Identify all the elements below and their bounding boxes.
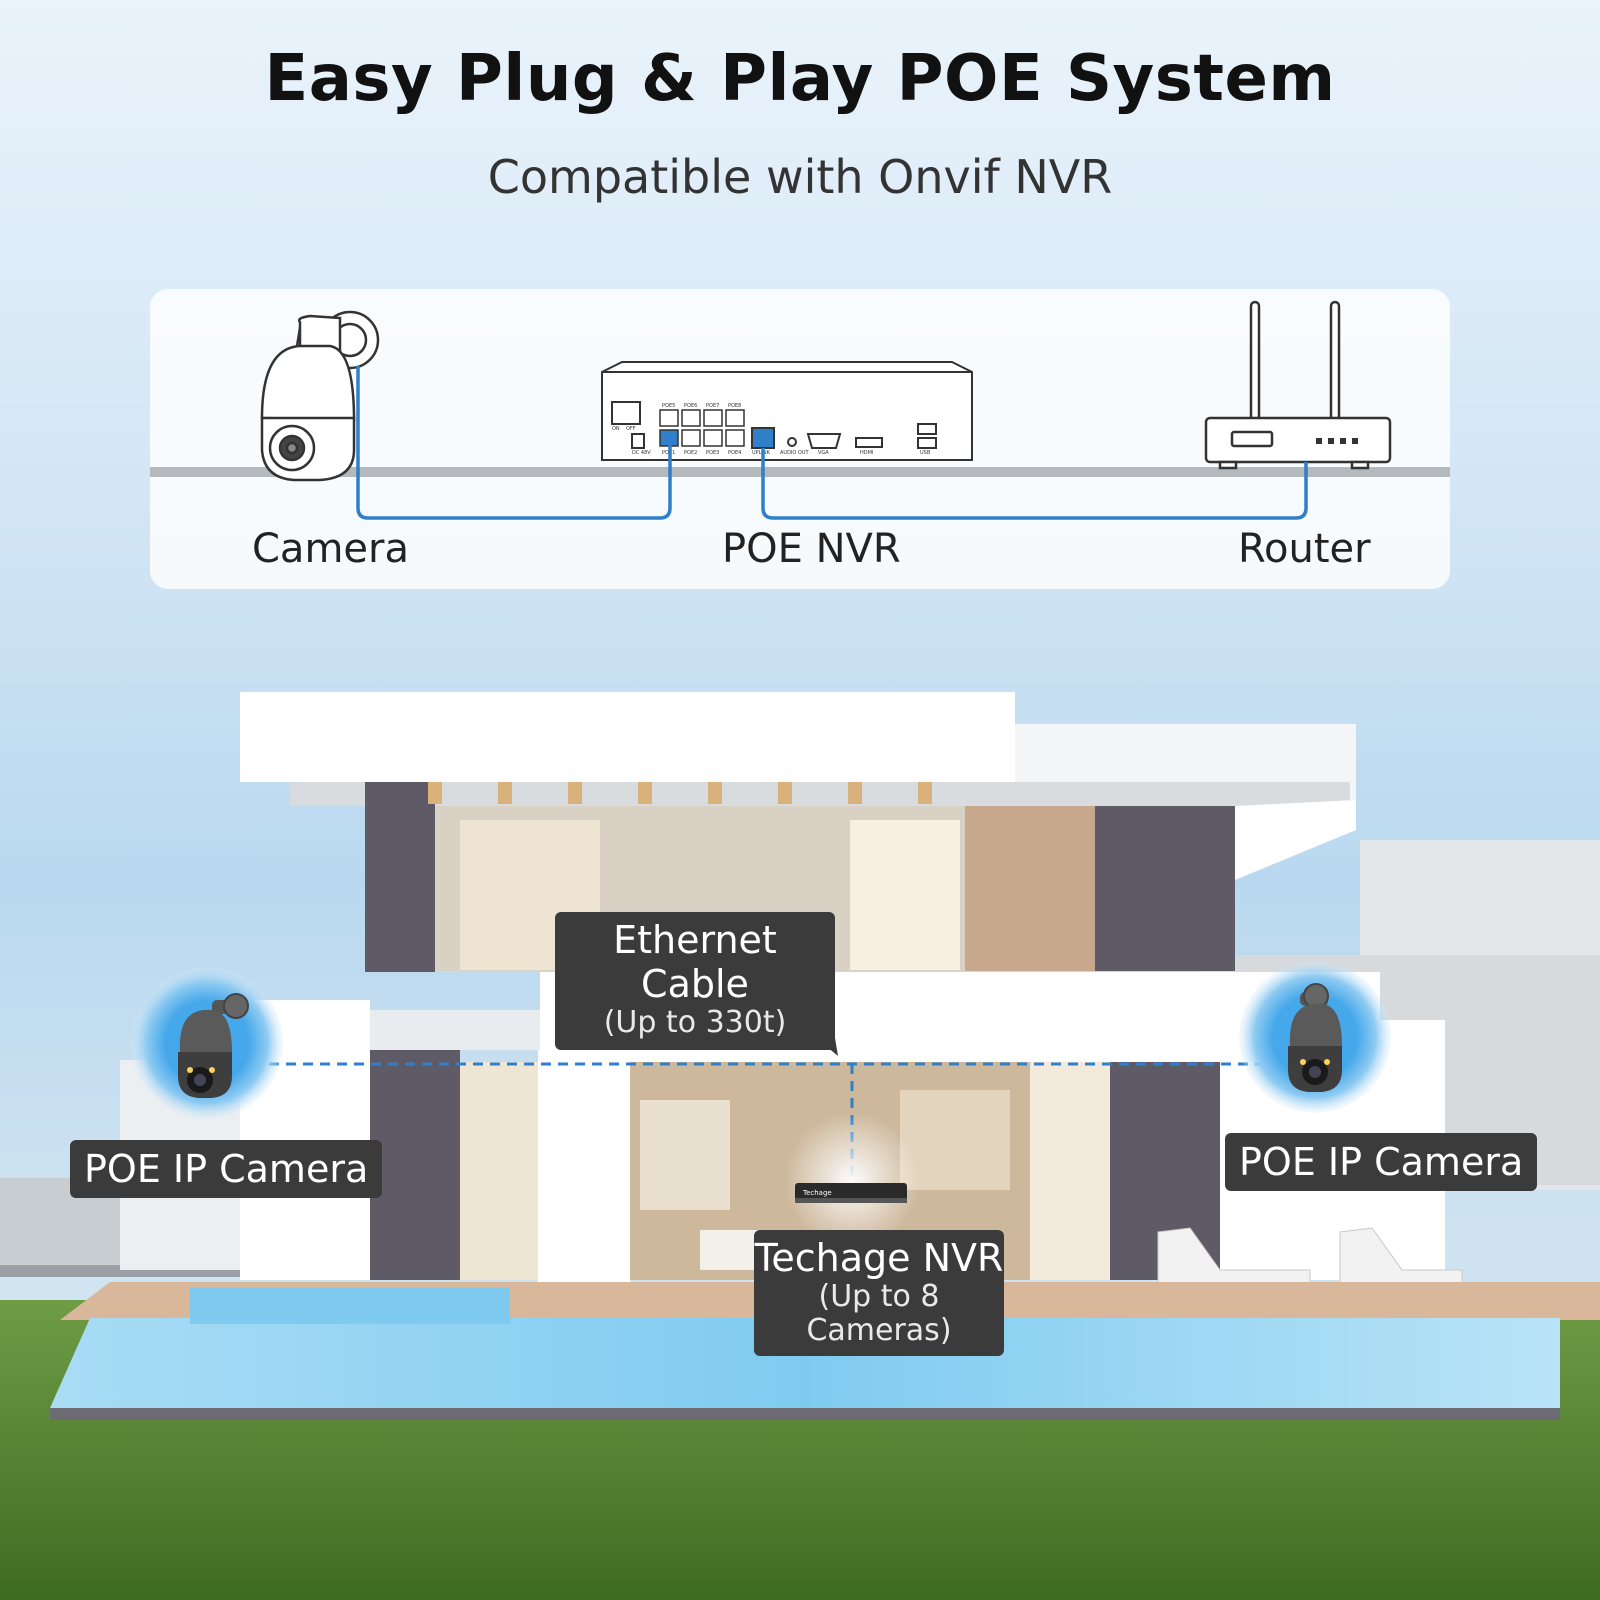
upper-left-wall (365, 782, 435, 972)
house-scene: Techage (0, 692, 1600, 1600)
ptz-camera-icon (260, 310, 380, 482)
nvr-port-label: DC 48V (632, 450, 651, 456)
nvr-port-label: HDMI (860, 450, 873, 456)
nvr-port-label: POE5 (662, 403, 675, 409)
ethernet-cable-callout: Ethernet Cable (Up to 330t) (555, 912, 835, 1050)
router-icon (1204, 300, 1392, 470)
nvr-port-label: AUDIO OUT (780, 450, 810, 456)
nvr-brand-text: Techage (802, 1189, 832, 1197)
page-title: Easy Plug & Play POE System (264, 42, 1336, 116)
nvr-port-label: POE8 (728, 403, 741, 409)
nvr-port-label: POE2 (684, 450, 697, 456)
ground-left-wall (370, 1050, 460, 1280)
ground-left-glass (460, 1062, 540, 1280)
nvr-port-label: ON (612, 426, 620, 432)
page-subtitle: Compatible with Onvif NVR (487, 150, 1113, 204)
upper-wood-panel (965, 806, 1095, 971)
nvr-port-label: POE6 (684, 403, 697, 409)
nvr-label: POE NVR (722, 526, 901, 572)
right-ptz-camera-icon (1288, 983, 1342, 1092)
upper-roof (240, 692, 1015, 782)
techage-nvr-title: Techage NVR (754, 1236, 1004, 1280)
nvr-port-label: VGA (818, 450, 829, 456)
upper-right-wall (1095, 806, 1235, 971)
poe-nvr-icon (601, 361, 973, 461)
nvr-port-label: POE3 (706, 450, 719, 456)
diagram-shelf (150, 467, 1450, 477)
nvr-port-label: OFF (626, 426, 636, 432)
router-leds (1316, 438, 1358, 444)
techage-nvr-icon (795, 1183, 907, 1203)
pool-water (50, 1318, 1560, 1408)
ground-right-glass (1030, 1062, 1110, 1280)
camera-label: Camera (252, 526, 409, 572)
left-ptz-camera-icon (178, 993, 249, 1098)
camera-to-nvr-cable (356, 366, 672, 520)
techage-nvr-callout: Techage NVR (Up to 8 Cameras) (754, 1230, 1004, 1356)
techage-nvr-detail: (Up to 8 Cameras) (806, 1279, 952, 1348)
connection-diagram: POE5 POE6 POE7 POE8 POE1 POE2 POE3 POE4 … (260, 300, 1392, 520)
nvr-port-label: USB (920, 450, 931, 456)
router-label: Router (1238, 526, 1371, 572)
right-camera-badge: POE IP Camera (1225, 1133, 1538, 1191)
nvr-to-router-cable (761, 448, 1308, 520)
ground-pillar-left (538, 1050, 630, 1312)
ethernet-cable-detail: (Up to 330t) (603, 1005, 787, 1040)
pool-loungers (1157, 1227, 1463, 1291)
left-camera-badge: POE IP Camera (70, 1140, 383, 1198)
nvr-port-label: POE4 (728, 450, 741, 456)
ethernet-cable-title: Ethernet Cable (613, 918, 777, 1006)
nvr-port-label: POE7 (706, 403, 719, 409)
